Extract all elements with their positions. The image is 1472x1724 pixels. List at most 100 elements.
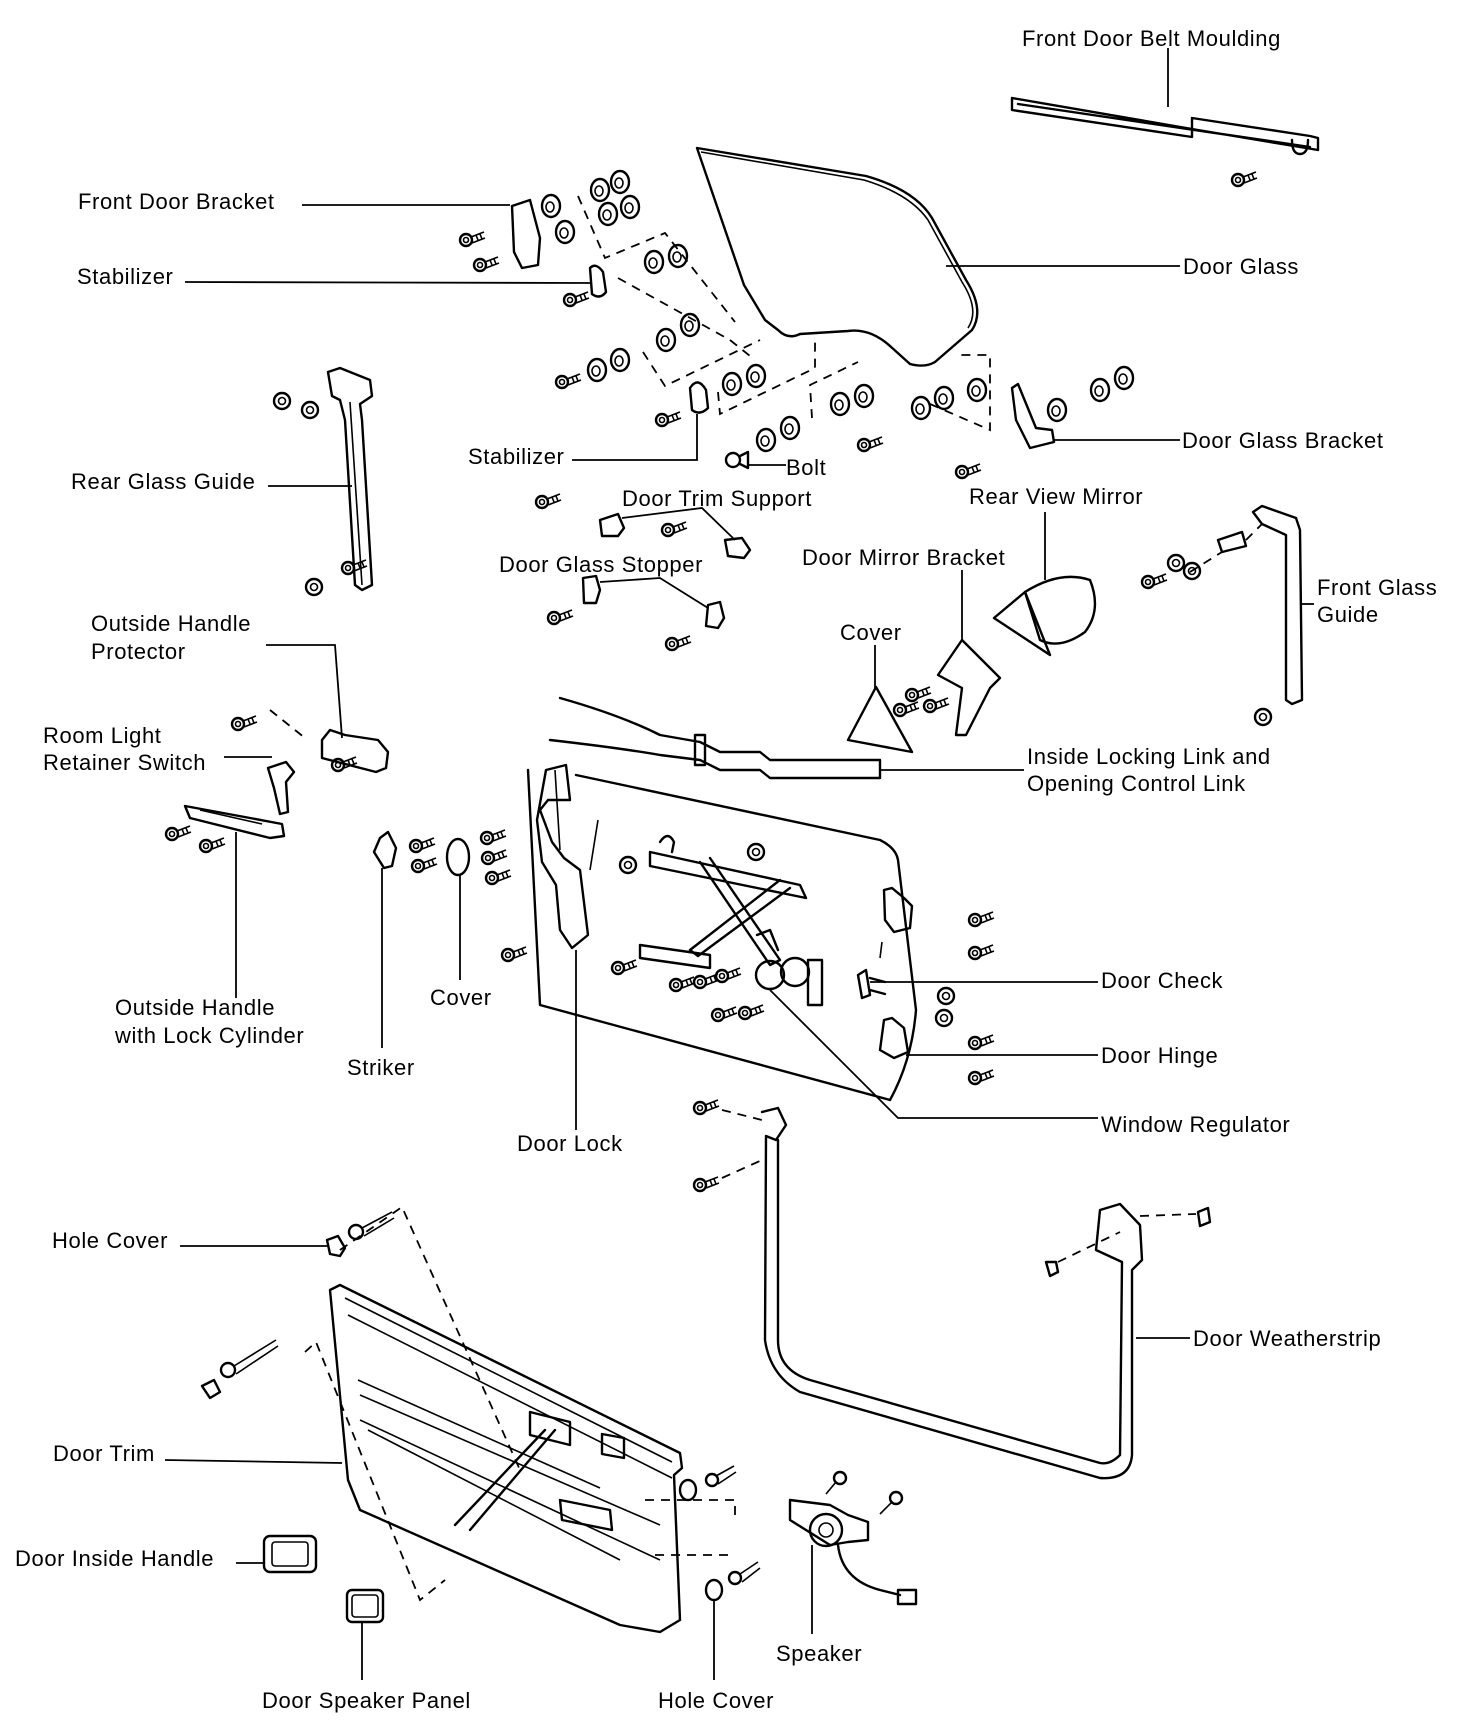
washer-icon bbox=[910, 395, 932, 421]
washer-icon bbox=[540, 193, 562, 219]
washer-icon bbox=[597, 201, 619, 227]
door-mirror-bracket bbox=[936, 638, 1002, 737]
label-window-regulator: Window Regulator bbox=[1101, 1112, 1290, 1137]
window-regulator bbox=[638, 834, 824, 1007]
label-door-inside-handle: Door Inside Handle bbox=[15, 1546, 214, 1571]
label-door-glass-stopper: Door Glass Stopper bbox=[499, 552, 703, 577]
bolt-icon bbox=[562, 290, 591, 308]
label-inside-locking-link-1: Inside Locking Link and bbox=[1027, 744, 1271, 769]
label-striker: Striker bbox=[347, 1055, 415, 1080]
washer-icon bbox=[609, 347, 631, 373]
bolt-icon bbox=[967, 910, 996, 928]
bolt-icon bbox=[480, 848, 509, 866]
label-room-light-switch-2: Retainer Switch bbox=[43, 750, 206, 775]
nut-icon bbox=[304, 577, 324, 597]
door-check bbox=[856, 941, 887, 1000]
washer-icon bbox=[779, 415, 801, 441]
door-speaker-panel bbox=[345, 1588, 385, 1624]
washer-icon bbox=[1046, 397, 1068, 423]
outside-handle-with-lock-cylinder bbox=[183, 804, 286, 840]
washer-icon bbox=[853, 383, 875, 409]
label-front-door-belt-moulding: Front Door Belt Moulding bbox=[1022, 26, 1281, 51]
label-door-trim-support: Door Trim Support bbox=[622, 486, 812, 511]
bolt-icon bbox=[546, 608, 575, 626]
front-door-belt-moulding bbox=[1010, 96, 1320, 188]
bolt-icon bbox=[484, 868, 513, 886]
label-door-mirror-bracket: Door Mirror Bracket bbox=[802, 545, 1005, 570]
window-regulator-leader bbox=[769, 989, 1098, 1119]
bolt-icon bbox=[904, 685, 933, 703]
bolt-icon bbox=[500, 945, 529, 963]
nut-icon bbox=[746, 842, 766, 862]
hole-cover-small bbox=[678, 1478, 698, 1502]
nut-icon bbox=[272, 391, 292, 411]
label-door-glass-bracket: Door Glass Bracket bbox=[1182, 428, 1384, 453]
washer-icon bbox=[1089, 377, 1111, 403]
label-hole-cover-lower: Hole Cover bbox=[658, 1688, 774, 1713]
door-trim bbox=[328, 1283, 684, 1634]
bolt-icon bbox=[410, 856, 439, 874]
bolt-icon bbox=[664, 634, 693, 652]
washer-icon bbox=[589, 177, 611, 203]
label-outside-handle-1: Outside Handle bbox=[115, 995, 275, 1020]
bolt-icon bbox=[967, 1068, 996, 1086]
bolt-icon bbox=[922, 696, 951, 714]
washer-icon bbox=[619, 194, 641, 220]
label-speaker: Speaker bbox=[776, 1641, 862, 1666]
door-trim-leader bbox=[164, 1459, 343, 1464]
nut-icon bbox=[1253, 707, 1273, 727]
label-outside-handle-protector-2: Protector bbox=[91, 639, 186, 664]
bolt-icon bbox=[967, 1033, 996, 1051]
label-front-door-bracket: Front Door Bracket bbox=[78, 189, 275, 214]
label-room-light-switch-1: Room Light bbox=[43, 723, 162, 748]
label-door-speaker-panel: Door Speaker Panel bbox=[262, 1688, 471, 1713]
bolt-icon bbox=[856, 435, 885, 453]
washer-icon bbox=[1113, 365, 1135, 391]
label-rear-view-mirror: Rear View Mirror bbox=[969, 484, 1143, 509]
label-door-weatherstrip: Door Weatherstrip bbox=[1193, 1326, 1381, 1351]
front-door-bracket bbox=[510, 198, 542, 270]
door-lock bbox=[535, 763, 599, 950]
label-door-glass: Door Glass bbox=[1183, 254, 1299, 279]
label-striker-cover: Cover bbox=[430, 985, 492, 1010]
bolt-icon bbox=[458, 230, 487, 248]
nut-icon bbox=[934, 1008, 954, 1028]
striker-cover bbox=[445, 837, 471, 877]
label-inside-locking-link-2: Opening Control Link bbox=[1027, 771, 1246, 796]
stabilizer-lower bbox=[688, 381, 710, 414]
nut-icon bbox=[300, 400, 320, 420]
label-stabilizer-lower: Stabilizer bbox=[468, 444, 564, 469]
nut-icon bbox=[1166, 553, 1186, 573]
washer-icon bbox=[745, 363, 767, 389]
bolt-icon bbox=[714, 966, 743, 984]
weatherstrip-clip bbox=[1044, 1260, 1060, 1278]
washer-icon bbox=[933, 385, 955, 411]
label-door-check: Door Check bbox=[1101, 968, 1224, 993]
bolt-icon bbox=[892, 700, 921, 718]
label-bolt: Bolt bbox=[786, 455, 826, 480]
bolt-icon bbox=[1140, 572, 1169, 590]
bolt-icon bbox=[534, 492, 563, 510]
nut-icon bbox=[936, 986, 956, 1006]
nut-icon bbox=[618, 855, 638, 875]
speaker-screw bbox=[825, 1470, 848, 1495]
bolt-part bbox=[724, 450, 750, 470]
washer-icon bbox=[586, 357, 608, 383]
bolt-icon bbox=[967, 943, 996, 961]
trim-screw-lower bbox=[219, 1339, 279, 1379]
label-front-glass-guide-2: Guide bbox=[1317, 602, 1379, 627]
label-front-glass-guide-1: Front Glass bbox=[1317, 575, 1437, 600]
bolt-icon bbox=[692, 1098, 721, 1116]
door-glass-stopper bbox=[581, 574, 726, 630]
label-rear-glass-guide: Rear Glass Guide bbox=[71, 469, 255, 494]
bolt-icon bbox=[692, 1175, 721, 1193]
washer-icon bbox=[554, 219, 576, 245]
bolt-icon bbox=[954, 462, 983, 480]
bolt-icon bbox=[164, 824, 193, 842]
moulding-screw bbox=[1230, 170, 1259, 188]
bolt-icon bbox=[408, 836, 437, 854]
bolt-icon bbox=[654, 410, 683, 428]
label-door-trim: Door Trim bbox=[53, 1441, 155, 1466]
label-outside-handle-protector-1: Outside Handle bbox=[91, 611, 251, 636]
label-door-lock: Door Lock bbox=[517, 1131, 623, 1156]
